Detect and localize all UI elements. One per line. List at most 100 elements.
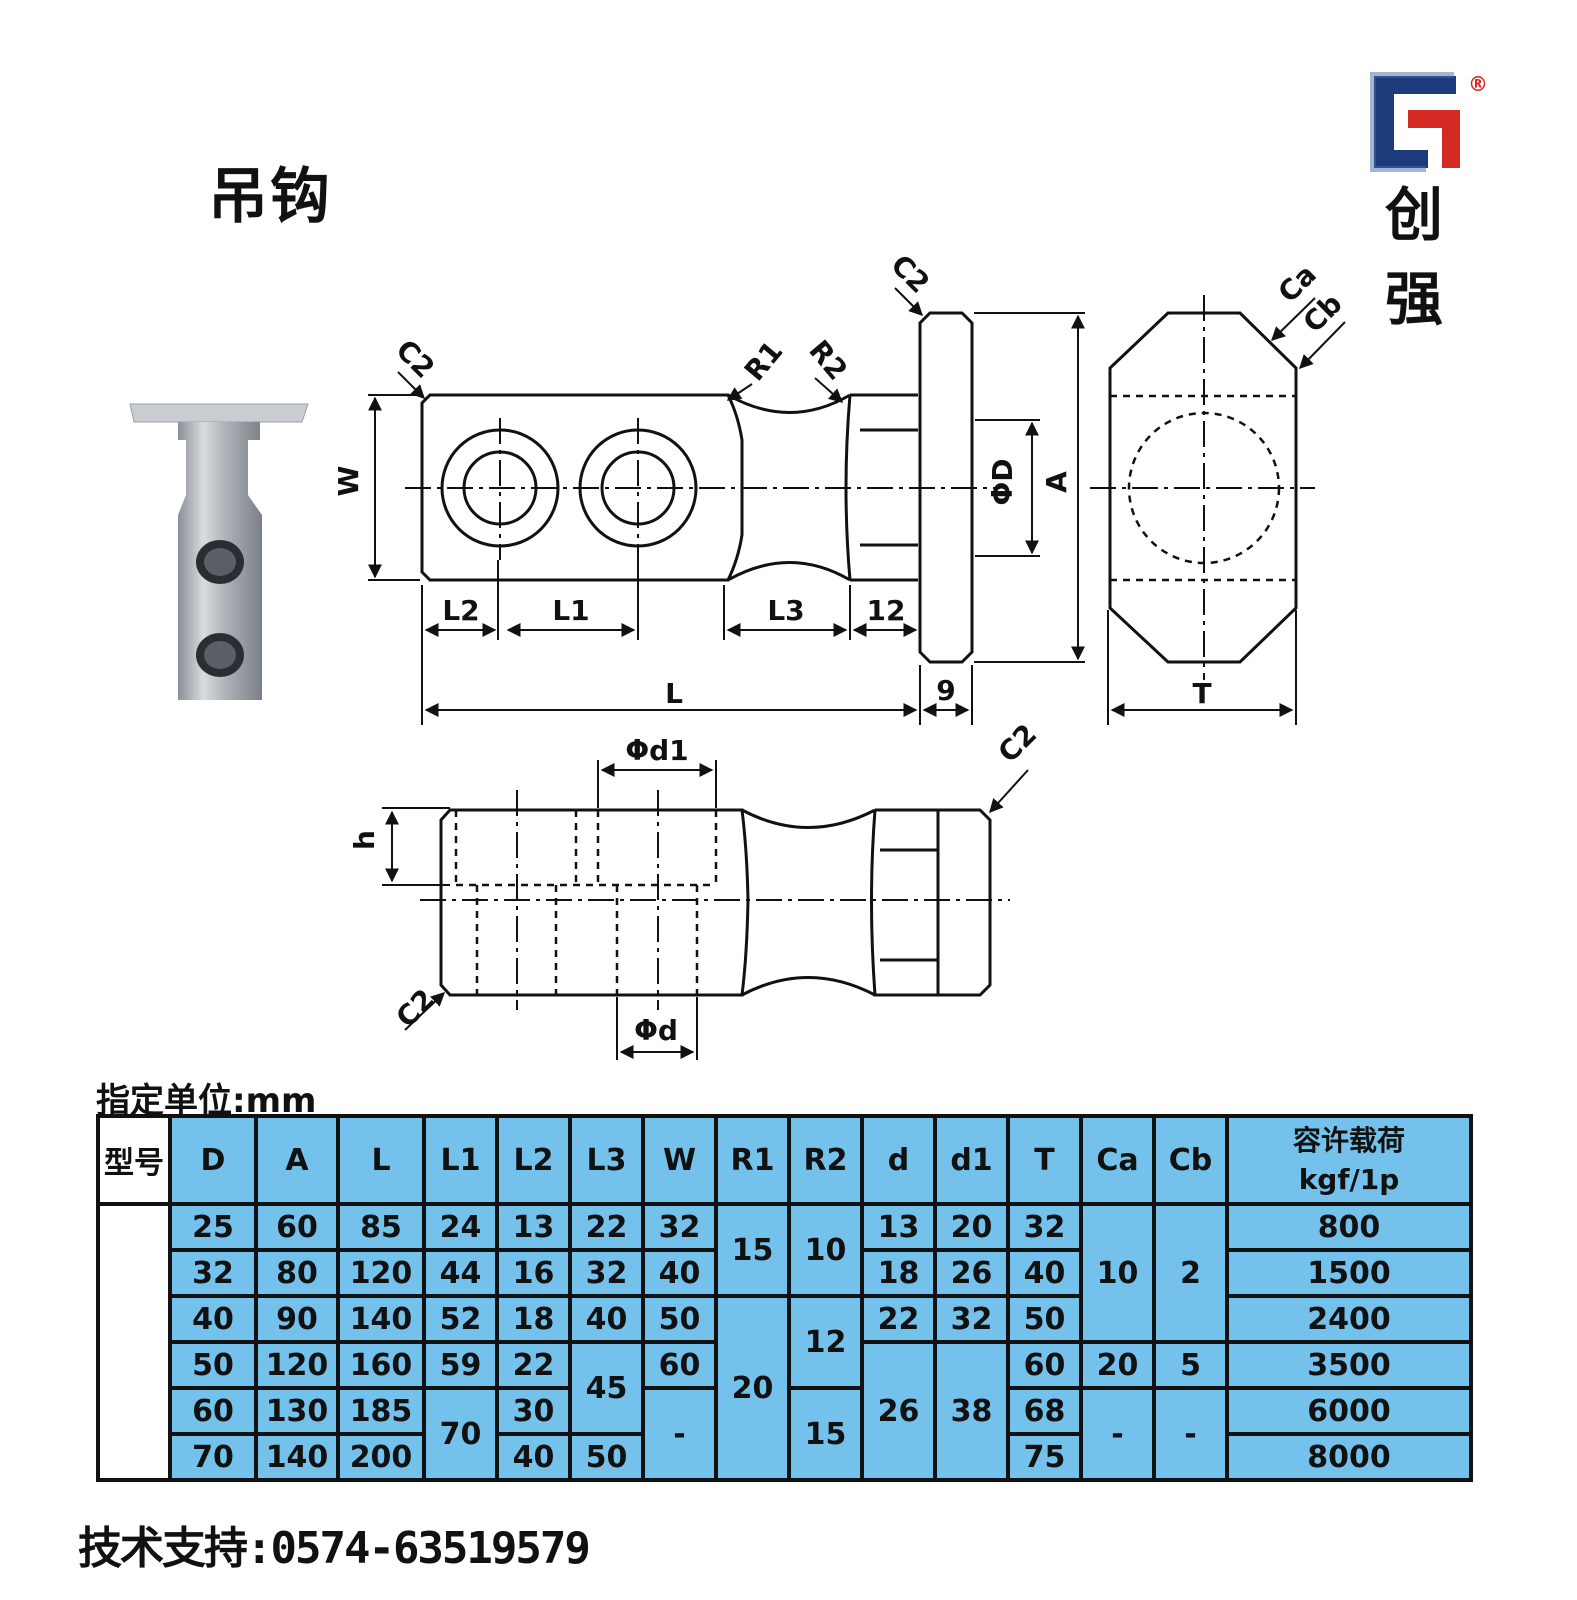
header-d: d bbox=[860, 1114, 937, 1206]
table-header-row: 型号 D A L L1 L2 L3 W R1 R2 d d1 T Ca Cb 容… bbox=[96, 1114, 1473, 1206]
cell-d: 13 bbox=[860, 1202, 937, 1252]
table-row: 70 140 200 40 50 75 8000 bbox=[98, 1432, 1473, 1482]
brand-text-2: 强 bbox=[1385, 265, 1444, 333]
table-row: 50 120 160 59 22 45 60 26 38 60 20 5 350… bbox=[98, 1340, 1473, 1482]
cell-l2: 30 bbox=[495, 1386, 572, 1436]
label-l1: L1 bbox=[552, 594, 589, 627]
cell-d1: 32 bbox=[933, 1294, 1010, 1344]
cell-l: 140 bbox=[336, 1294, 426, 1344]
support-phone: 技术支持:0574-63519579 bbox=[78, 1523, 591, 1574]
cell-l2: 18 bbox=[495, 1294, 572, 1344]
cell-r2: 12 bbox=[787, 1294, 864, 1390]
cell-w: - bbox=[641, 1386, 718, 1482]
cell-l3: 50 bbox=[568, 1432, 645, 1482]
cell-r1: 15 bbox=[714, 1202, 791, 1298]
cell-l: 160 bbox=[336, 1340, 426, 1390]
cell-d: 26 bbox=[860, 1340, 937, 1482]
cell-r1: 20 bbox=[714, 1294, 791, 1482]
registered-mark: ® bbox=[1468, 72, 1488, 96]
cell-t: 68 bbox=[1006, 1386, 1083, 1436]
cell-load: 1500 bbox=[1225, 1248, 1473, 1298]
cell-a: 90 bbox=[254, 1294, 340, 1344]
cell-l3: 45 bbox=[568, 1340, 645, 1436]
cell-d1: 20 bbox=[933, 1202, 1010, 1252]
cell-t: 32 bbox=[1006, 1202, 1083, 1252]
cell-l3: 32 bbox=[568, 1248, 645, 1298]
label-l3: L3 bbox=[767, 594, 804, 627]
brand-logo-mark bbox=[1370, 72, 1460, 172]
cell-d: 18 bbox=[860, 1248, 937, 1298]
cell-l: 85 bbox=[336, 1202, 426, 1252]
cell-a: 120 bbox=[254, 1340, 340, 1390]
cell-d-big: 60 bbox=[168, 1386, 258, 1436]
technical-drawing: C2 C2 R1 R2 W ΦD A Ca Cb L2 L1 L3 12 L 9… bbox=[332, 248, 1349, 1060]
label-phi-d1: Φd1 bbox=[625, 734, 688, 767]
header-a: A bbox=[254, 1114, 340, 1206]
header-l3: L3 bbox=[568, 1114, 645, 1206]
cell-d-big: 40 bbox=[168, 1294, 258, 1344]
label-c2-head: C2 bbox=[884, 248, 936, 300]
cell-cb: 2 bbox=[1152, 1202, 1229, 1344]
cell-l: 200 bbox=[336, 1432, 426, 1482]
header-load-line2: kgf/1p bbox=[1298, 1163, 1400, 1196]
cell-t: 40 bbox=[1006, 1248, 1083, 1298]
cell-l1: 52 bbox=[422, 1294, 499, 1344]
label-h: h bbox=[348, 830, 381, 850]
label-12: 12 bbox=[867, 594, 906, 627]
cell-l1: 70 bbox=[422, 1386, 499, 1482]
label-9: 9 bbox=[936, 674, 955, 707]
cell-w: 32 bbox=[641, 1202, 718, 1252]
cell-l1: 44 bbox=[422, 1248, 499, 1298]
cell-load: 800 bbox=[1225, 1202, 1473, 1252]
cell-r2: 10 bbox=[787, 1202, 864, 1298]
cell-d-big: 70 bbox=[168, 1432, 258, 1482]
model-cell bbox=[96, 1202, 172, 1482]
table-row: 32 80 120 44 16 32 40 18 26 40 1500 bbox=[98, 1248, 1473, 1298]
brand-text-1: 创 bbox=[1385, 181, 1444, 249]
cell-l2: 40 bbox=[495, 1432, 572, 1482]
header-ca: Ca bbox=[1079, 1114, 1156, 1206]
spec-table: 型号 D A L L1 L2 L3 W R1 R2 d d1 T Ca Cb 容… bbox=[96, 1114, 1473, 1482]
table-row: 60 130 185 70 30 - 15 68 - - 6000 bbox=[98, 1386, 1473, 1482]
label-t: T bbox=[1192, 677, 1211, 710]
cell-w: 60 bbox=[641, 1340, 718, 1390]
label-w: W bbox=[332, 465, 365, 496]
header-l2: L2 bbox=[495, 1114, 572, 1206]
label-phi-d-big: ΦD bbox=[986, 458, 1019, 505]
cell-ca: 20 bbox=[1079, 1340, 1156, 1390]
cell-r2: 15 bbox=[787, 1386, 864, 1482]
cell-l2: 22 bbox=[495, 1340, 572, 1390]
label-l: L bbox=[665, 677, 683, 710]
cell-l2: 13 bbox=[495, 1202, 572, 1252]
header-d1: d1 bbox=[933, 1114, 1010, 1206]
header-load-line1: 容许载荷 bbox=[1292, 1123, 1405, 1157]
cell-t: 60 bbox=[1006, 1340, 1083, 1390]
cell-d1: 26 bbox=[933, 1248, 1010, 1298]
label-c2-main: C2 bbox=[389, 333, 441, 385]
header-t: T bbox=[1006, 1114, 1083, 1206]
cell-l: 120 bbox=[336, 1248, 426, 1298]
cell-a: 140 bbox=[254, 1432, 340, 1482]
cell-load: 3500 bbox=[1225, 1340, 1473, 1390]
cell-d-big: 25 bbox=[168, 1202, 258, 1252]
cell-w: 50 bbox=[641, 1294, 718, 1344]
cell-l3: 40 bbox=[568, 1294, 645, 1344]
cell-d1: 38 bbox=[933, 1340, 1010, 1482]
header-w: W bbox=[641, 1114, 718, 1206]
cell-t: 50 bbox=[1006, 1294, 1083, 1344]
cell-ca: - bbox=[1079, 1386, 1156, 1482]
header-d-big: D bbox=[168, 1114, 258, 1206]
label-phi-d: Φd bbox=[634, 1014, 678, 1047]
header-model: 型号 bbox=[96, 1114, 172, 1206]
label-l2: L2 bbox=[442, 594, 479, 627]
cell-a: 60 bbox=[254, 1202, 340, 1252]
label-r2: R2 bbox=[802, 334, 854, 387]
cell-l3: 22 bbox=[568, 1202, 645, 1252]
cell-d-big: 32 bbox=[168, 1248, 258, 1298]
header-cb: Cb bbox=[1152, 1114, 1229, 1206]
cell-d: 22 bbox=[860, 1294, 937, 1344]
cell-cb: 5 bbox=[1152, 1340, 1229, 1390]
page-title: 吊钩 bbox=[208, 162, 332, 232]
cell-load: 6000 bbox=[1225, 1386, 1473, 1436]
label-c2-bottom-right: C2 bbox=[992, 717, 1044, 769]
